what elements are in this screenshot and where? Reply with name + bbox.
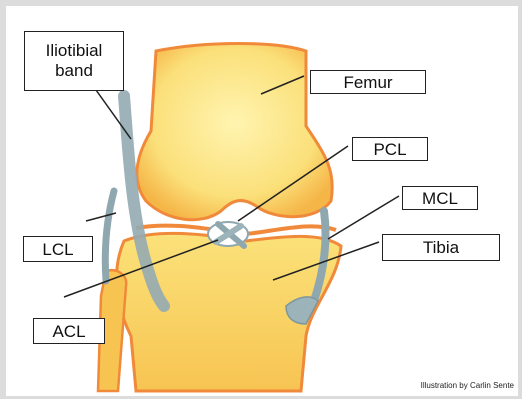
label-pcl: PCL <box>352 137 428 161</box>
label-mcl: MCL <box>402 186 478 210</box>
label-femur: Femur <box>310 70 426 94</box>
label-acl: ACL <box>33 318 105 344</box>
lcl-ligament <box>105 191 114 281</box>
diagram-frame: Iliotibial band Femur PCL MCL LCL Tibia … <box>6 6 518 396</box>
label-iliotibial-band: Iliotibial band <box>24 31 124 91</box>
illustration-credit: Illustration by Carlin Sente <box>421 381 514 390</box>
femur-bone <box>137 44 332 220</box>
label-tibia: Tibia <box>382 234 500 261</box>
label-lcl: LCL <box>23 236 93 262</box>
leader-mcl <box>328 196 399 239</box>
